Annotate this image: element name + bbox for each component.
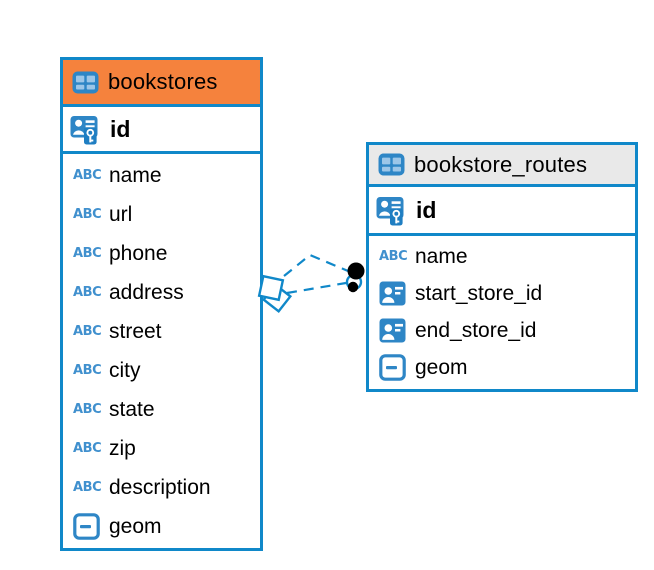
- table-header-bookstores[interactable]: bookstores: [63, 60, 260, 107]
- column-row-street[interactable]: ABC street: [63, 312, 260, 351]
- column-row-phone[interactable]: ABC phone: [63, 234, 260, 273]
- abc-label: ABC: [73, 285, 102, 300]
- column-row-description[interactable]: ABC description: [63, 468, 260, 507]
- primary-key-icon-slot: [376, 195, 407, 226]
- primary-key-row[interactable]: id: [63, 107, 260, 154]
- table-icon: [378, 153, 405, 176]
- text-type-icon: ABC: [73, 324, 109, 339]
- abc-label: ABC: [73, 168, 102, 183]
- text-type-icon: ABC: [379, 249, 415, 264]
- column-list: ABC name start_store_id end_store_id geom: [369, 236, 635, 386]
- column-name: start_store_id: [415, 281, 543, 305]
- text-type-icon: ABC: [73, 402, 109, 417]
- text-type-icon: ABC: [73, 441, 109, 456]
- column-name: zip: [109, 436, 136, 460]
- entity-table-bookstore-routes[interactable]: bookstore_routes id ABC name start_store_…: [366, 142, 638, 392]
- abc-label: ABC: [73, 207, 102, 222]
- text-type-icon: ABC: [73, 246, 109, 261]
- geometry-type-icon: [379, 354, 415, 381]
- table-icon-slot: [378, 153, 405, 176]
- column-row-geom[interactable]: geom: [63, 507, 260, 546]
- column-name: phone: [109, 241, 168, 265]
- abc-label: ABC: [73, 402, 102, 417]
- foreign-key-type-icon: [379, 318, 415, 343]
- geometry-type-icon: [73, 513, 109, 540]
- foreign-key-type-icon: [379, 281, 415, 306]
- column-row-state[interactable]: ABC state: [63, 390, 260, 429]
- text-type-icon: ABC: [73, 363, 109, 378]
- column-row-address[interactable]: ABC address: [63, 273, 260, 312]
- column-name: street: [109, 319, 162, 343]
- column-row-name[interactable]: ABC name: [369, 238, 635, 275]
- column-row-zip[interactable]: ABC zip: [63, 429, 260, 468]
- primary-key-row[interactable]: id: [369, 187, 635, 236]
- column-name: description: [109, 475, 211, 499]
- column-name: url: [109, 202, 133, 226]
- foreign-key-icon: [379, 281, 406, 306]
- column-row-name[interactable]: ABC name: [63, 156, 260, 195]
- column-name: city: [109, 358, 141, 382]
- table-name: bookstore_routes: [414, 151, 588, 177]
- primary-key-icon: [70, 115, 98, 144]
- text-type-icon: ABC: [73, 285, 109, 300]
- abc-label: ABC: [73, 246, 102, 261]
- many-side-diamond-marker: [257, 274, 293, 314]
- fk-line-end-store: [286, 281, 347, 295]
- column-row-city[interactable]: ABC city: [63, 351, 260, 390]
- column-name: end_store_id: [415, 318, 537, 342]
- primary-key-name: id: [110, 115, 131, 142]
- column-row-geom[interactable]: geom: [369, 349, 635, 386]
- table-icon-slot: [72, 71, 99, 94]
- abc-label: ABC: [379, 249, 408, 264]
- table-header-bookstore-routes[interactable]: bookstore_routes: [369, 145, 635, 187]
- column-row-end_store_id[interactable]: end_store_id: [369, 312, 635, 349]
- abc-label: ABC: [73, 441, 102, 456]
- one-side-dot-marker: [345, 262, 365, 293]
- text-type-icon: ABC: [73, 168, 109, 183]
- foreign-key-relationship[interactable]: [257, 253, 365, 314]
- column-row-start_store_id[interactable]: start_store_id: [369, 275, 635, 312]
- primary-key-icon-slot: [70, 114, 101, 145]
- column-name: state: [109, 397, 155, 421]
- abc-label: ABC: [73, 363, 102, 378]
- table-icon: [72, 71, 99, 93]
- primary-key-name: id: [416, 196, 437, 223]
- column-name: address: [109, 280, 184, 304]
- column-name: geom: [415, 355, 468, 379]
- primary-key-icon: [376, 196, 404, 225]
- column-row-url[interactable]: ABC url: [63, 195, 260, 234]
- table-name: bookstores: [108, 69, 218, 94]
- fk-line-start-store: [283, 253, 349, 277]
- abc-label: ABC: [73, 480, 102, 495]
- column-name: name: [415, 244, 468, 268]
- abc-label: ABC: [73, 324, 102, 339]
- text-type-icon: ABC: [73, 480, 109, 495]
- column-name: geom: [109, 514, 162, 538]
- foreign-key-icon: [379, 318, 406, 343]
- text-type-icon: ABC: [73, 207, 109, 222]
- geometry-type-icon: [379, 354, 406, 381]
- geometry-type-icon: [73, 513, 100, 540]
- column-name: name: [109, 163, 162, 187]
